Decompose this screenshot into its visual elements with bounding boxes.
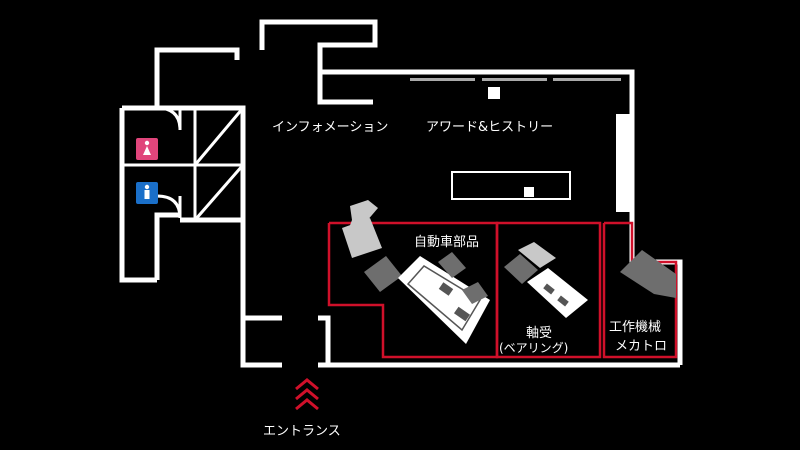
- female-restroom-icon: [136, 138, 158, 160]
- entrance-chevrons-icon: [295, 378, 319, 411]
- bearings-sub-label: (ベアリング): [499, 341, 568, 355]
- history-exhibit-table: [451, 171, 571, 200]
- wall-panel: [616, 114, 632, 212]
- machine-tool-exhibit: [620, 250, 676, 298]
- award-display-strips: [410, 78, 621, 99]
- auto-parts-label: 自動車部品: [414, 235, 479, 250]
- mechatro-label: メカトロ: [615, 339, 667, 354]
- male-restroom-icon: [136, 182, 158, 204]
- award-history-label: アワード&ヒストリー: [426, 120, 553, 135]
- bearings-label: 軸受: [526, 326, 552, 341]
- machine-tools-label: 工作機械: [609, 320, 661, 335]
- restroom-walls: [122, 106, 245, 221]
- bearing-exhibits: [504, 242, 588, 318]
- exhibit-zones: [327, 221, 678, 359]
- auto-parts-exhibits: [342, 200, 490, 344]
- outer-walls: [119, 19, 683, 368]
- entrance-label: エントランス: [263, 424, 341, 439]
- information-label: インフォメーション: [272, 120, 388, 135]
